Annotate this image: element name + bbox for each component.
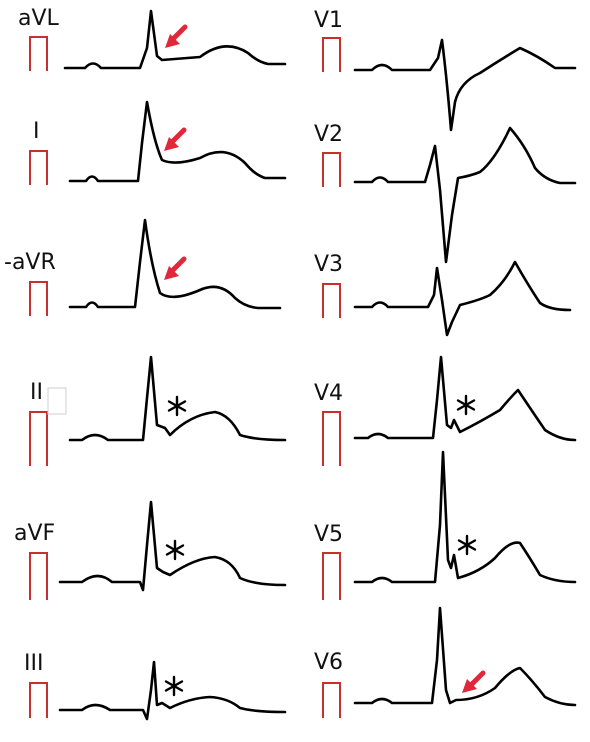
ecg-trace-III xyxy=(58,660,287,721)
asterisk-icon xyxy=(456,394,476,416)
calibration-pulse-maVR xyxy=(29,281,48,316)
calibration-pulse-V1 xyxy=(322,37,341,72)
lead-label-V3: V3 xyxy=(314,252,344,277)
lead-label-V1: V1 xyxy=(314,8,344,33)
lead-label-V2: V2 xyxy=(314,122,344,147)
calibration-pulse-aVF xyxy=(29,552,48,600)
label-marker-box xyxy=(47,387,67,415)
lead-label-V6: V6 xyxy=(314,650,344,675)
lead-label-V4: V4 xyxy=(314,381,344,406)
asterisk-icon xyxy=(457,534,477,556)
ecg-trace-I xyxy=(68,100,287,183)
ecg-trace-V2 xyxy=(353,126,577,264)
ecg-trace-V3 xyxy=(353,260,572,337)
lead-label-aVL: aVL xyxy=(18,6,59,31)
calibration-pulse-aVL xyxy=(29,36,48,71)
ecg-trace-V5 xyxy=(353,450,577,584)
calibration-pulse-II xyxy=(29,411,48,466)
calibration-pulse-V3 xyxy=(322,283,341,318)
calibration-pulse-V6 xyxy=(322,682,341,718)
asterisk-icon xyxy=(164,675,184,697)
ecg-trace-aVL xyxy=(63,9,287,70)
red-arrow-icon xyxy=(165,24,188,48)
ecg-trace-V1 xyxy=(353,38,577,132)
asterisk-icon xyxy=(165,539,185,561)
asterisk-icon xyxy=(167,395,187,417)
calibration-pulse-I xyxy=(29,150,48,185)
lead-label-V5: V5 xyxy=(314,522,344,547)
lead-label-aVF: aVF xyxy=(14,521,56,546)
lead-label-III: III xyxy=(24,651,44,676)
ecg-trace-II xyxy=(68,355,287,442)
lead-label-II: II xyxy=(30,380,43,405)
calibration-pulse-III xyxy=(29,682,48,718)
red-arrow-icon xyxy=(164,127,187,151)
calibration-pulse-V5 xyxy=(322,552,341,600)
calibration-pulse-V4 xyxy=(322,411,341,466)
ecg-trace-V6 xyxy=(353,606,577,707)
red-arrow-icon xyxy=(164,256,187,280)
calibration-pulse-V2 xyxy=(322,152,341,187)
ecg-trace-aVF xyxy=(58,500,287,592)
ecg-trace-V4 xyxy=(353,355,577,442)
red-arrow-icon xyxy=(462,670,486,693)
lead-label-I: I xyxy=(33,119,40,144)
lead-label-maVR: -aVR xyxy=(4,250,56,275)
ecg-trace-maVR xyxy=(68,218,282,310)
